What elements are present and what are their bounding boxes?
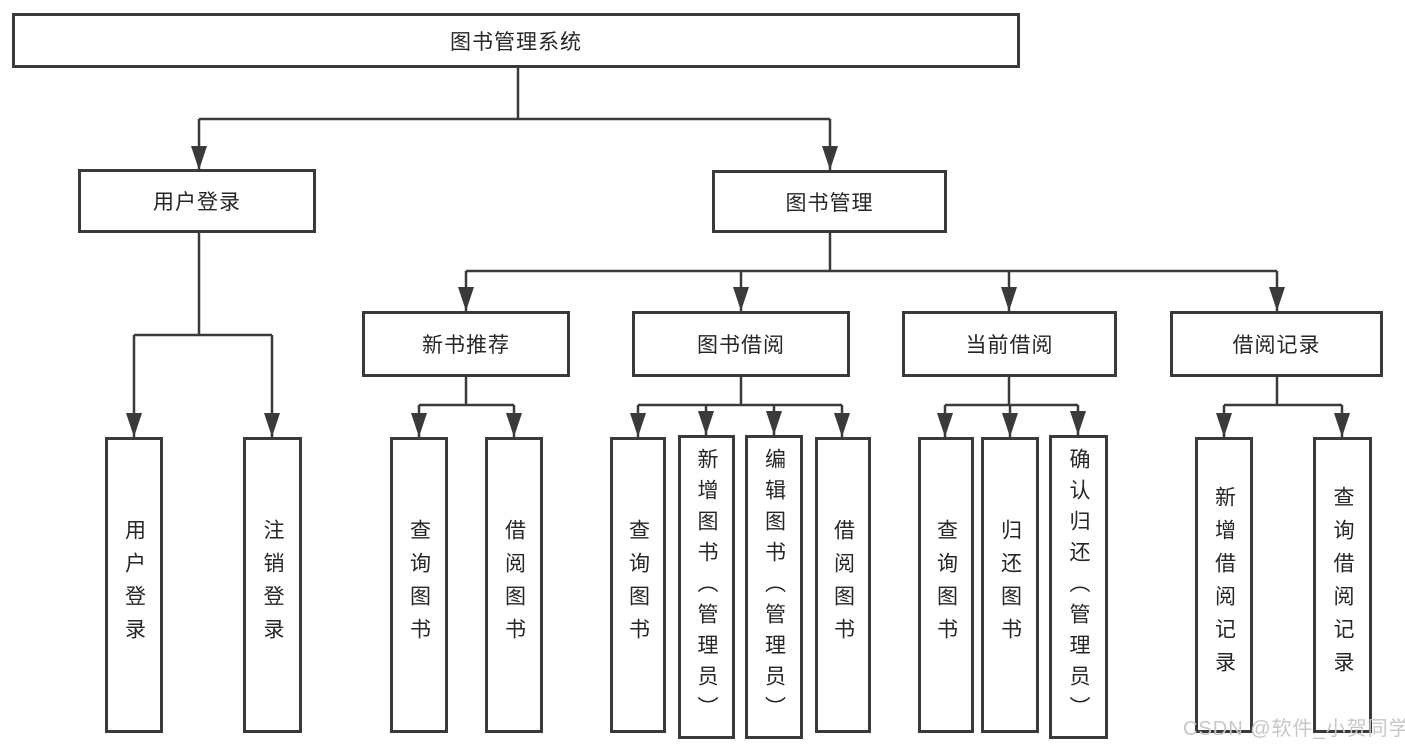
leaf-borrow-book-1: 借阅图书 xyxy=(485,437,543,733)
node-book-management: 图书管理 xyxy=(712,170,947,233)
arrowhead-icon xyxy=(191,146,207,170)
arrowhead-icon xyxy=(1269,287,1285,311)
node-label: 查询图书 xyxy=(934,519,958,651)
arrowhead-icon xyxy=(506,413,522,437)
node-book-borrow: 图书借阅 xyxy=(632,311,850,377)
leaf-return-book: 归还图书 xyxy=(981,437,1039,733)
node-user-login: 用户登录 xyxy=(78,169,316,233)
node-label: 用户登录 xyxy=(122,519,146,651)
node-label: 图书管理系统 xyxy=(450,30,582,54)
node-label: 查询图书 xyxy=(626,519,650,651)
connector-book-management-to-level3 xyxy=(464,233,1279,311)
leaf-confirm-return-admin: 确认归还（管理员） xyxy=(1049,435,1108,739)
connector-borrow-records-subtree xyxy=(1222,377,1344,437)
arrowhead-icon xyxy=(834,413,850,437)
leaf-logout: 注销登录 xyxy=(243,437,302,733)
node-label: 编辑图书（管理员） xyxy=(762,447,786,727)
connector-book-borrow-subtree xyxy=(636,377,844,437)
node-label: 新增图书（管理员） xyxy=(695,447,718,727)
node-label: 注销登录 xyxy=(261,519,284,651)
arrowhead-icon xyxy=(630,413,646,437)
leaf-borrow-book-2: 借阅图书 xyxy=(815,437,871,733)
arrowhead-icon xyxy=(698,411,714,435)
node-label: 查询借阅记录 xyxy=(1331,486,1354,684)
leaf-user-login: 用户登录 xyxy=(105,437,163,733)
node-label: 图书管理 xyxy=(785,191,874,215)
leaf-edit-book-admin: 编辑图书（管理员） xyxy=(745,435,803,739)
arrowhead-icon xyxy=(733,287,749,311)
leaf-query-borrow-record: 查询借阅记录 xyxy=(1313,437,1372,733)
node-label: 确认归还（管理员） xyxy=(1067,447,1090,727)
node-current-borrow: 当前借阅 xyxy=(902,311,1117,377)
arrowhead-icon xyxy=(1216,413,1232,437)
arrowhead-icon xyxy=(126,413,142,437)
node-label: 当前借阅 xyxy=(965,334,1054,357)
arrowhead-icon xyxy=(458,287,474,311)
leaf-query-book-1: 查询图书 xyxy=(390,437,448,733)
arrowhead-icon xyxy=(766,411,782,435)
arrowhead-icon xyxy=(264,413,280,437)
node-new-book-recommend: 新书推荐 xyxy=(362,311,570,377)
node-label: 图书借阅 xyxy=(697,334,785,357)
node-label: 新书推荐 xyxy=(422,334,510,357)
arrowhead-icon xyxy=(411,413,427,437)
arrowhead-icon xyxy=(937,413,953,437)
node-label: 借阅图书 xyxy=(831,519,855,651)
node-label: 查询图书 xyxy=(407,519,431,651)
arrowhead-icon xyxy=(1334,413,1350,437)
node-root: 图书管理系统 xyxy=(12,13,1020,68)
watermark: CSDN @软件_小贺同学 xyxy=(1183,718,1405,740)
node-label: 归还图书 xyxy=(998,519,1022,651)
leaf-add-book-admin: 新增图书（管理员） xyxy=(678,435,735,739)
leaf-query-book-3: 查询图书 xyxy=(918,437,974,733)
arrowhead-icon xyxy=(1001,287,1017,311)
node-label: 用户登录 xyxy=(153,191,241,214)
arrowhead-icon xyxy=(1002,413,1018,437)
connector-user-login-subtree xyxy=(132,233,274,437)
node-label: 新增借阅记录 xyxy=(1212,486,1236,684)
connector-root-to-level2 xyxy=(197,68,832,170)
connector-new-book-recommend-subtree xyxy=(417,377,516,437)
node-borrow-records: 借阅记录 xyxy=(1170,311,1383,377)
node-label: 借阅图书 xyxy=(502,519,526,651)
leaf-query-book-2: 查询图书 xyxy=(610,437,666,733)
arrowhead-icon xyxy=(1070,411,1086,435)
node-label: 借阅记录 xyxy=(1232,334,1321,357)
arrowhead-icon xyxy=(822,146,838,170)
leaf-add-borrow-record: 新增借阅记录 xyxy=(1195,437,1253,733)
